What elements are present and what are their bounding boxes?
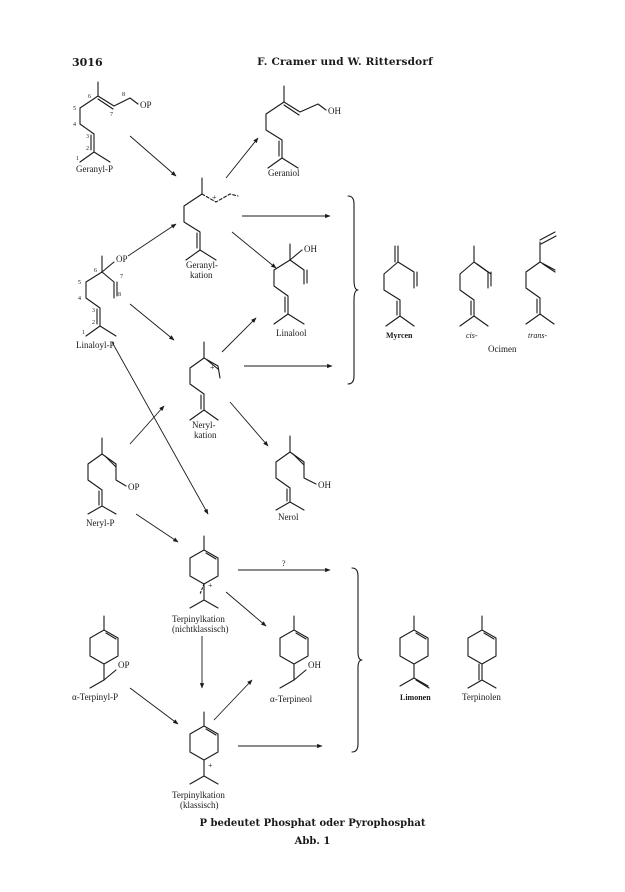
alpha-terpineol-structure [279,615,309,689]
cis-ocimen-label: cis- [466,331,478,340]
arrow-nerylkation-to-nerol [229,401,269,447]
arrow-geranylkation-to-geraniol [225,137,259,179]
arrow-linaloylp-to-terpinylkation [111,341,209,515]
neryl-p-op-label: OP [128,482,140,492]
linaloyl-atom-2: 2 [92,320,95,326]
arrow-nerylkation-to-linalool [221,317,257,353]
cis-ocimen-structure [459,245,492,327]
unknown-pathway-mark: ? [282,559,286,568]
running-head: F. Cramer und W. Rittersdorf [257,56,433,68]
linaloyl-atom-1: 1 [82,330,85,336]
alpha-terpineol-label: α-Terpineol [270,694,313,704]
myrcen-structure [383,245,418,327]
atom-number-7: 7 [110,112,113,118]
limonen-label: Limonen [400,693,431,702]
arrow-nerylp-to-nerylkation [129,405,165,445]
linalool-label: Linalool [276,328,307,338]
linalool-structure [273,243,308,325]
geraniol-structure [265,85,327,169]
page-number: 3016 [72,56,103,69]
trans-ocimen-structure [525,231,557,325]
geraniol-oh-label: OH [328,106,341,116]
nerol-structure [275,435,317,511]
upper-bracket [347,195,359,385]
neryl-kation-label-line2: kation [194,430,217,440]
terpinyl-cation-nonclassical-structure [189,535,219,609]
neryl-kation-label-line1: Neryl- [192,420,216,430]
arrow-linaloylp-to-geranylkation [127,223,177,257]
neryl-p-structure [87,437,127,515]
limonen-structure [399,615,430,689]
alpha-terpineol-oh-label: OH [308,660,321,670]
caption-legend: P bedeutet Phosphat oder Pyrophosphat [199,818,426,829]
geranyl-p-structure [79,81,139,163]
linaloyl-atom-5: 5 [78,280,81,286]
terpinolen-structure [467,615,497,689]
arrow-classical-to-terpineol [213,679,253,721]
neryl-cation-charge: + [210,363,215,372]
geranyl-cation-structure [183,177,239,261]
linaloyl-atom-7: 7 [120,274,123,280]
arrow-terpinylp-to-classical [129,687,179,725]
atom-number-8: 8 [122,92,125,98]
linaloyl-p-structure [85,255,118,337]
neryl-cation-structure [189,341,221,421]
geranyl-p-label: Geranyl-P [76,164,113,174]
terpinyl-cation-classical-structure [189,711,219,785]
trans-ocimen-label: trans- [528,331,547,340]
terpinylkation-classical-label-line1: Terpinylkation [172,790,225,800]
arrow-nerylp-to-terpinylkation [135,513,179,543]
alpha-terpinyl-p-op-label: OP [118,660,130,670]
alpha-terpinyl-p-label: α-Terpinyl-P [72,692,118,702]
terpinyl-nonclassical-charge: + [208,581,213,590]
arrow-geranylp-to-geranylkation [129,135,177,177]
atom-number-1: 1 [76,156,79,162]
lower-bracket [351,567,363,753]
linaloyl-atom-8: 8 [118,292,121,298]
geraniol-label: Geraniol [268,168,300,178]
terpinolen-label: Terpinolen [462,692,501,702]
figure-label: Abb. 1 [294,836,331,847]
arrow-linaloylp-to-nerylkation [129,303,175,341]
atom-number-4: 4 [73,122,76,128]
nerol-oh-label: OH [318,480,331,490]
linalool-oh-label: OH [304,244,317,254]
arrow-geranylkation-to-linalool [231,231,277,269]
geranyl-p-op-label: OP [140,100,152,110]
atom-number-5: 5 [73,106,76,112]
atom-number-2: 2 [86,146,89,152]
terpinyl-classical-charge: + [208,761,213,770]
linaloyl-p-op-label: OP [116,254,128,264]
atom-number-6: 6 [88,94,91,100]
neryl-p-label: Neryl-P [86,518,115,528]
linaloyl-p-label: Linaloyl-P [76,340,115,350]
linaloyl-atom-4: 4 [78,296,81,302]
arrow-terpinylkation-to-terpineol [225,591,267,627]
geranyl-cation-charge: + [212,193,217,202]
linaloyl-atom-6: 6 [94,268,97,274]
geranyl-kation-label-line1: Geranyl- [186,260,218,270]
geranyl-kation-label-line2: kation [190,270,213,280]
myrcen-label: Myrcen [386,331,413,340]
linaloyl-atom-3: 3 [92,308,95,314]
terpinylkation-classical-label-line2: (klassisch) [180,800,219,810]
terpinylkation-nonclassical-label-line2: (nichtklassisch) [172,624,229,634]
alpha-terpinyl-p-structure [89,615,119,689]
terpinylkation-nonclassical-label-line1: Terpinylkation [172,614,225,624]
nerol-label: Nerol [278,512,299,522]
ocimen-label: Ocimen [488,344,517,354]
atom-number-3: 3 [86,134,89,140]
